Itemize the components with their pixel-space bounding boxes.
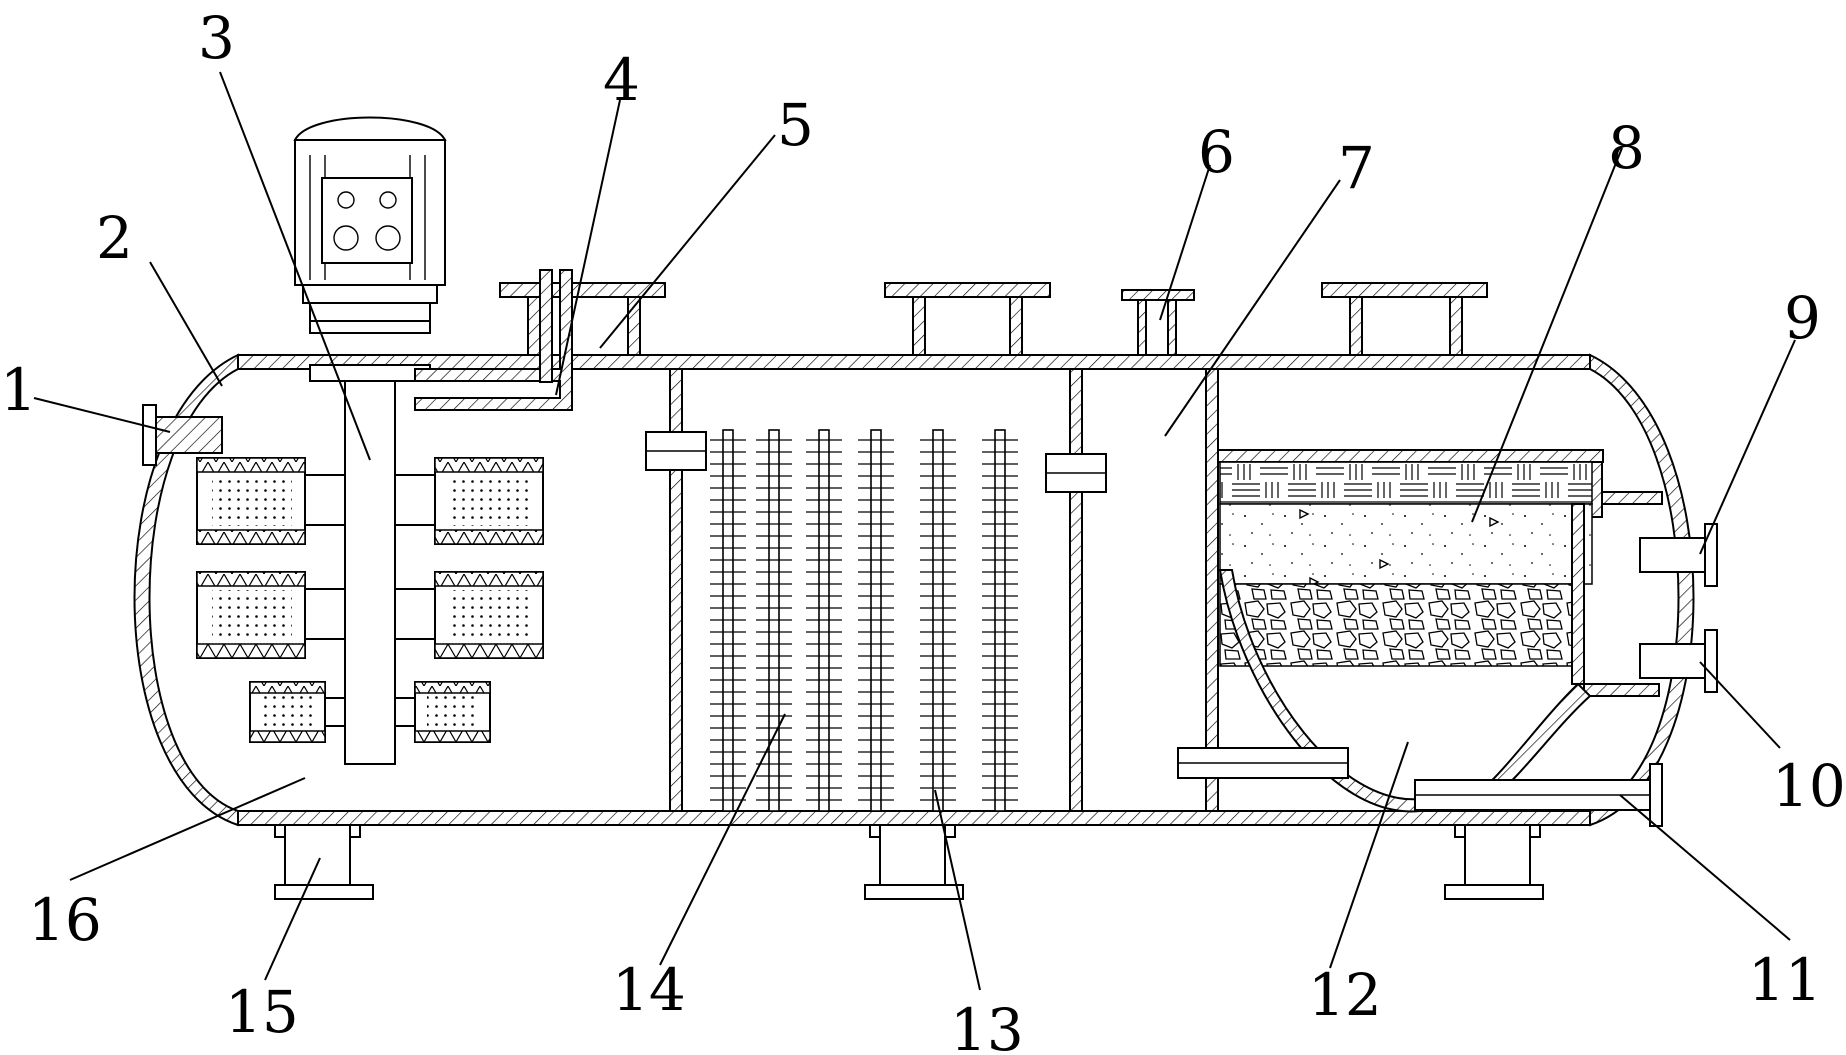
label-10: 10: [1772, 752, 1846, 820]
label-6: 6: [1198, 118, 1235, 186]
agitator-shaft: [344, 380, 396, 765]
label-3: 3: [198, 4, 235, 72]
callout-labels: 1 2 3 4 5 6 7 8 9 10 11 12 13 14 15 16: [0, 4, 1846, 1055]
electrode-plate: [858, 429, 894, 812]
top-nozzle-middle: [884, 282, 1051, 356]
label-1: 1: [0, 356, 37, 424]
label-12: 12: [1308, 961, 1382, 1029]
outlet-nozzle-upper: [1639, 523, 1718, 587]
electrode-plate: [920, 429, 956, 812]
label-14: 14: [612, 956, 686, 1024]
label-16: 16: [28, 886, 102, 954]
electrode-plates: [710, 429, 1018, 812]
label-13: 13: [950, 996, 1024, 1055]
partition-valves: [645, 431, 1107, 493]
label-15: 15: [225, 978, 299, 1046]
label-4: 4: [603, 46, 640, 114]
electrode-plate: [806, 429, 842, 812]
label-2: 2: [96, 204, 133, 272]
electrode-plate: [756, 429, 792, 812]
label-7: 7: [1338, 134, 1375, 202]
filter-box: [1177, 449, 1663, 813]
tank-shell: [133, 353, 1695, 827]
leader-lines: [33, 71, 1796, 991]
label-8: 8: [1608, 114, 1645, 182]
top-nozzle-small: [1121, 289, 1195, 356]
label-9: 9: [1784, 284, 1821, 352]
electrode-plate: [710, 429, 746, 812]
label-5: 5: [777, 91, 814, 159]
dosing-pipe: [414, 269, 573, 411]
inlet-nozzle: [142, 404, 223, 466]
support-legs: [274, 824, 1544, 900]
motor: [293, 116, 447, 382]
top-nozzle-right: [1321, 282, 1488, 356]
agitator-paddles: [196, 457, 544, 743]
partition-walls: [669, 368, 1219, 812]
electrode-plate: [982, 429, 1018, 812]
discharge-pipe: [1414, 763, 1663, 827]
top-nozzle-feed: [499, 282, 666, 356]
outlet-nozzle-lower: [1639, 629, 1718, 693]
label-11: 11: [1748, 946, 1822, 1014]
